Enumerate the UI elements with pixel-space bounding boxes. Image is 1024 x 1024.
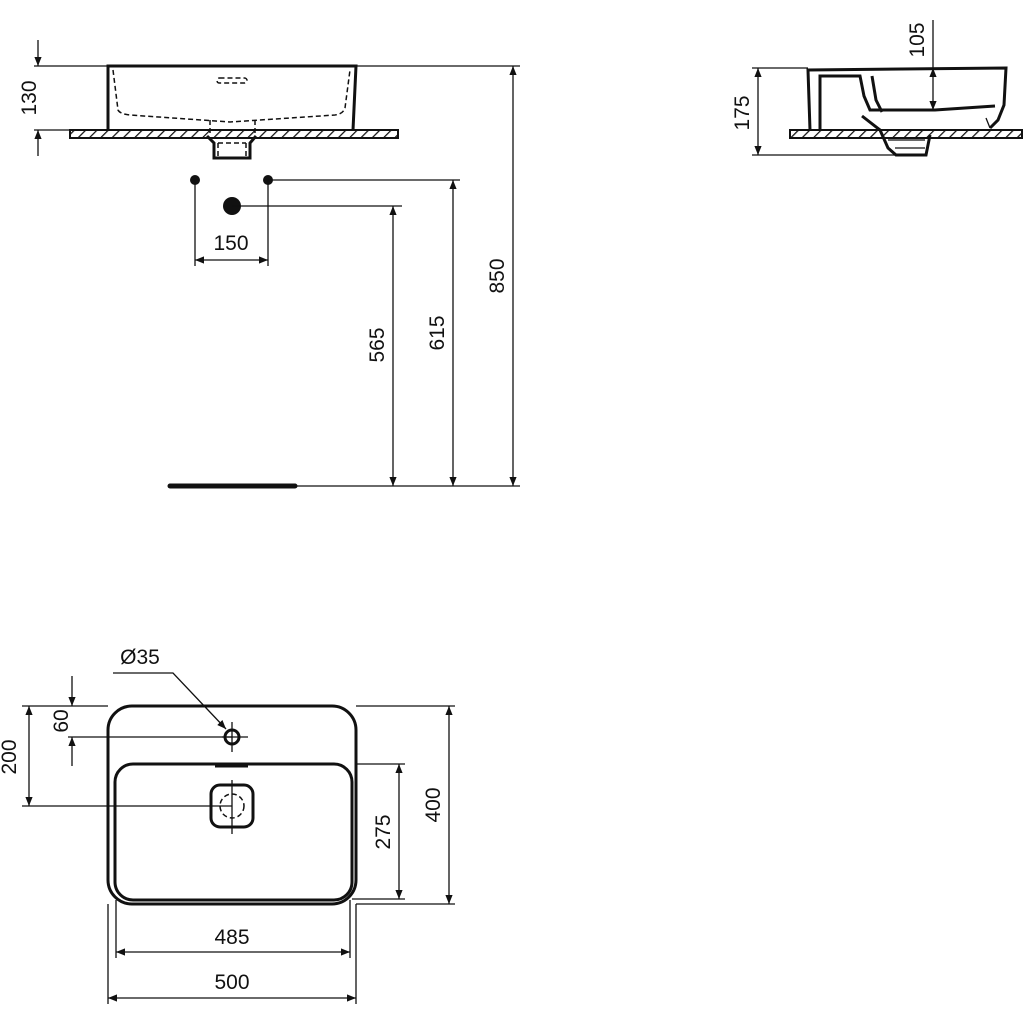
side-height-dimension: 175 [731, 95, 754, 130]
waste-height-dimension: 565 [366, 327, 389, 362]
side-countertop [789, 129, 1023, 139]
side-basin-outline [806, 66, 1008, 157]
depth-dimension: 400 [422, 787, 445, 822]
waste-tail [205, 134, 258, 160]
bowl-width-dimension: 485 [214, 926, 249, 949]
basin-inner-hidden [112, 69, 351, 123]
side-view: 175 105 [731, 20, 1023, 157]
front-view: 130 150 565 615 850 [18, 40, 520, 489]
overflow-slot [216, 77, 248, 84]
side-bowl-depth-dimension: 105 [906, 22, 929, 57]
tap-hole-diameter-label: Ø35 [120, 646, 160, 669]
tap-hole-offset-dimension: 60 [50, 709, 73, 732]
rim-height-dimension: 850 [486, 258, 509, 293]
plan-view: Ø35 60 200 275 400 485 500 [0, 646, 455, 1004]
basin-outer-outline [106, 704, 358, 906]
bowl-depth-dimension: 275 [372, 814, 395, 849]
supply-height-dimension: 615 [426, 315, 449, 350]
height-dimension: 130 [18, 80, 41, 115]
waste-offset-dimension: 200 [0, 739, 21, 774]
tap-spacing-dimension: 150 [213, 232, 248, 255]
basin-outline [106, 64, 358, 131]
countertop [69, 129, 399, 139]
width-dimension: 500 [214, 971, 249, 994]
